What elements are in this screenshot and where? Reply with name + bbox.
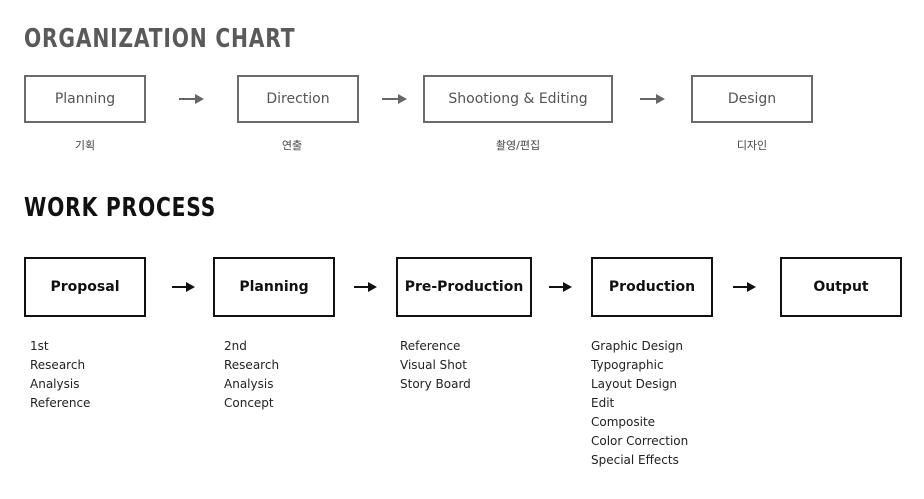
list-item: Story Board (400, 377, 471, 391)
list-item: Analysis (30, 377, 80, 391)
work-step-production-list: Graphic Design Typographic Layout Design… (591, 337, 688, 470)
org-step-planning: Planning (24, 75, 146, 123)
arrow-right-icon (354, 282, 377, 292)
org-step-design: Design (691, 75, 813, 123)
arrow-right-icon (733, 282, 756, 292)
org-step-direction-sub: 연출 (281, 139, 303, 152)
work-step-output: Output (780, 257, 902, 317)
list-item: Reference (400, 339, 461, 353)
list-item: Color Correction (591, 434, 689, 448)
list-item: Visual Shot (400, 358, 467, 372)
work-step-proposal-list: 1st Research Analysis Reference (30, 337, 90, 413)
org-step-direction: Direction (237, 75, 359, 123)
list-item: Analysis (224, 377, 274, 391)
list-item: Reference (30, 396, 91, 410)
arrow-right-icon (640, 94, 665, 104)
list-item: Special Effects (591, 453, 679, 467)
list-item: 1st (30, 339, 49, 353)
work-process-title: WORK PROCESS (24, 193, 217, 223)
arrow-right-icon (382, 94, 407, 104)
work-step-planning-list: 2nd Research Analysis Concept (224, 337, 279, 413)
work-step-pre-production-list: Reference Visual Shot Story Board (400, 337, 471, 394)
list-item: Graphic Design (591, 339, 683, 353)
org-step-design-sub: 디자인 (736, 139, 768, 152)
org-step-shooting-editing-sub: 촬영/편집 (495, 139, 541, 152)
work-step-planning: Planning (213, 257, 335, 317)
list-item: Research (224, 358, 280, 372)
list-item: Concept (224, 396, 274, 410)
list-item: Layout Design (591, 377, 678, 391)
work-step-proposal: Proposal (24, 257, 146, 317)
list-item: Typographic (591, 358, 664, 372)
list-item: Edit (591, 396, 615, 410)
list-item: Research (30, 358, 86, 372)
org-chart-title: ORGANIZATION CHART (24, 24, 296, 54)
arrow-right-icon (172, 282, 195, 292)
org-step-shooting-editing: Shootiong & Editing (423, 75, 613, 123)
arrow-right-icon (179, 94, 204, 104)
org-step-planning-sub: 기획 (74, 139, 96, 152)
list-item: Composite (591, 415, 656, 429)
arrow-right-icon (549, 282, 572, 292)
work-step-pre-production: Pre-Production (396, 257, 532, 317)
list-item: 2nd (224, 339, 247, 353)
work-step-production: Production (591, 257, 713, 317)
